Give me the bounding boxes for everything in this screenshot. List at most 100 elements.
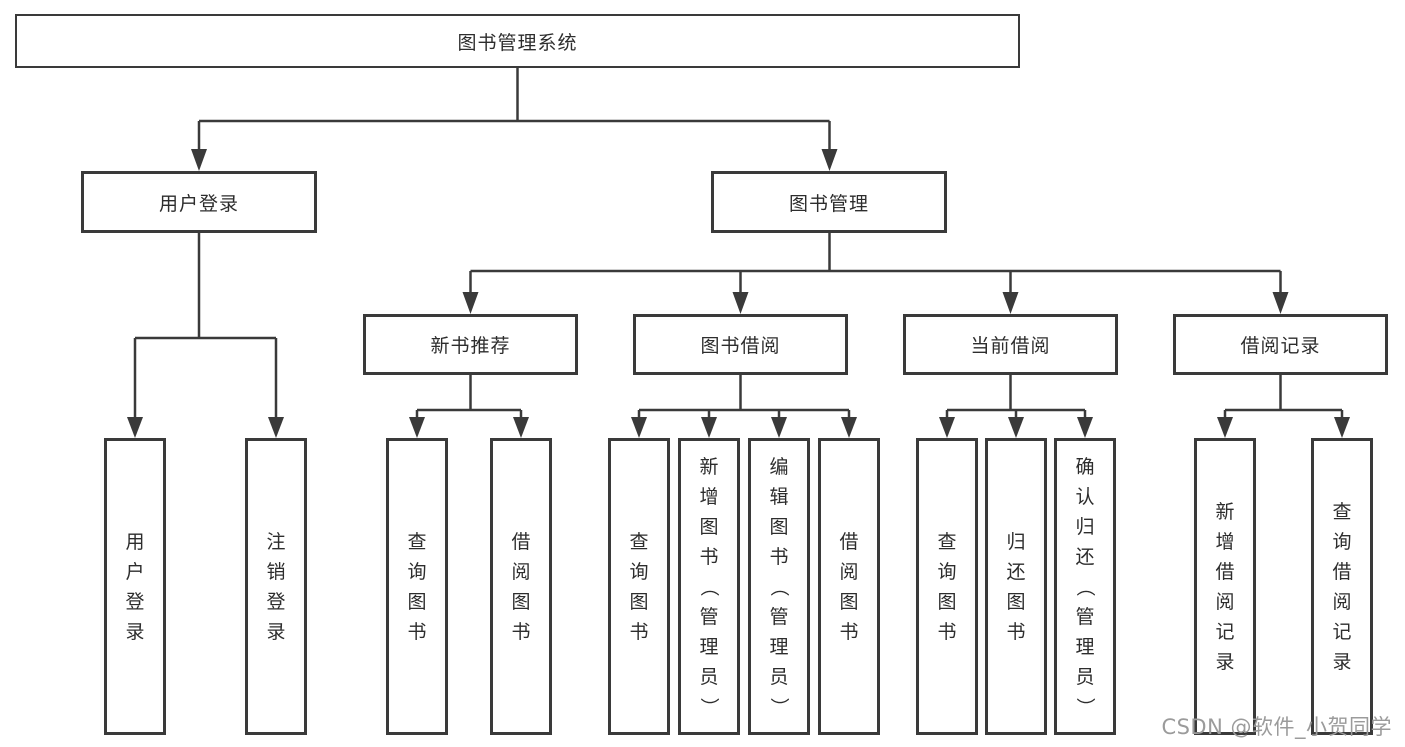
vertical-char: 录 — [1215, 650, 1235, 673]
leaf-borrow-books-recommend: 借阅图书 — [490, 438, 552, 735]
vertical-char: 图 — [511, 590, 531, 613]
vertical-char: 图 — [769, 515, 789, 538]
vertical-char: 图 — [839, 590, 859, 613]
vertical-char: 户 — [125, 560, 145, 583]
leaf-query-borrow-record: 查询借阅记录 — [1311, 438, 1373, 735]
vertical-char: 询 — [937, 560, 957, 583]
vertical-char: 阅 — [1215, 590, 1235, 613]
edge-root-to-level2 — [191, 68, 838, 171]
vertical-char: 书 — [407, 620, 427, 643]
vertical-char: 记 — [1332, 620, 1352, 643]
node-book-borrow: 图书借阅 — [633, 314, 848, 375]
vertical-char: 记 — [1215, 620, 1235, 643]
vertical-char: 员 — [699, 665, 719, 688]
vertical-char: （ — [698, 576, 720, 596]
vertical-char: 借 — [1215, 560, 1235, 583]
vertical-char: 还 — [1075, 545, 1095, 568]
vertical-char: 阅 — [839, 560, 859, 583]
leaf-return-books: 归还图书 — [985, 438, 1047, 735]
vertical-char: 询 — [629, 560, 649, 583]
node-book-management: 图书管理 — [711, 171, 947, 233]
vertical-char: 理 — [699, 635, 719, 658]
vertical-char: 增 — [1215, 530, 1235, 553]
leaf-user-login: 用户登录 — [104, 438, 166, 735]
vertical-char: 图 — [629, 590, 649, 613]
vertical-char: 管 — [699, 605, 719, 628]
vertical-char: 归 — [1006, 530, 1026, 553]
leaf-edit-books-admin: 编辑图书 （ 管理员 ） — [748, 438, 810, 735]
vertical-char: 书 — [769, 545, 789, 568]
vertical-char: 辑 — [769, 485, 789, 508]
vertical-char: 注 — [266, 530, 286, 553]
vertical-char: 图 — [699, 515, 719, 538]
vertical-char: 书 — [629, 620, 649, 643]
edge-user-login-to-leaves — [127, 233, 284, 438]
node-current-borrow: 当前借阅 — [903, 314, 1118, 375]
vertical-char: 用 — [125, 530, 145, 553]
vertical-char: 借 — [1332, 560, 1352, 583]
vertical-char: 员 — [769, 665, 789, 688]
node-user-login: 用户登录 — [81, 171, 317, 233]
vertical-char: 理 — [1075, 635, 1095, 658]
vertical-char: ） — [768, 696, 790, 716]
vertical-char: 查 — [937, 530, 957, 553]
vertical-char: 阅 — [511, 560, 531, 583]
vertical-char: 书 — [839, 620, 859, 643]
leaf-borrow-books: 借阅图书 — [818, 438, 880, 735]
vertical-char: 管 — [769, 605, 789, 628]
vertical-char: 查 — [1332, 500, 1352, 523]
csdn-watermark: CSDN @软件_小贺同学 — [1161, 715, 1392, 739]
vertical-char: 图 — [937, 590, 957, 613]
vertical-char: ） — [1074, 696, 1096, 716]
vertical-char: 认 — [1075, 485, 1095, 508]
vertical-char: ） — [698, 696, 720, 716]
vertical-char: 图 — [1006, 590, 1026, 613]
vertical-char: 书 — [699, 545, 719, 568]
node-borrow-records: 借阅记录 — [1173, 314, 1388, 375]
vertical-char: 图 — [407, 590, 427, 613]
vertical-char: 登 — [125, 590, 145, 613]
node-root-library-system: 图书管理系统 — [15, 14, 1020, 68]
leaf-add-books-admin: 新增图书 （ 管理员 ） — [678, 438, 740, 735]
vertical-char: 员 — [1075, 665, 1095, 688]
edge-borrow-records-to-leaves — [1217, 375, 1350, 438]
vertical-char: 借 — [839, 530, 859, 553]
vertical-char: 销 — [266, 560, 286, 583]
vertical-char: 登 — [266, 590, 286, 613]
edge-new-book-recommend-to-leaves — [409, 375, 529, 438]
vertical-char: （ — [768, 576, 790, 596]
edge-book-management-to-level3 — [462, 233, 1289, 314]
vertical-char: 录 — [125, 620, 145, 643]
vertical-char: 管 — [1075, 605, 1095, 628]
node-new-book-recommend: 新书推荐 — [363, 314, 578, 375]
leaf-query-books-recommend: 查询图书 — [386, 438, 448, 735]
edge-current-borrow-to-leaves — [939, 375, 1093, 438]
edge-book-borrow-to-leaves — [631, 375, 857, 438]
vertical-char: （ — [1074, 576, 1096, 596]
vertical-char: 询 — [1332, 530, 1352, 553]
leaf-confirm-return-admin: 确认归还 （ 管理员 ） — [1054, 438, 1116, 735]
vertical-char: 录 — [1332, 650, 1352, 673]
vertical-char: 新 — [699, 455, 719, 478]
vertical-char: 确 — [1075, 455, 1095, 478]
vertical-char: 阅 — [1332, 590, 1352, 613]
vertical-char: 查 — [407, 530, 427, 553]
vertical-char: 增 — [699, 485, 719, 508]
vertical-char: 归 — [1075, 515, 1095, 538]
vertical-char: 书 — [511, 620, 531, 643]
vertical-char: 书 — [1006, 620, 1026, 643]
leaf-query-books-borrow: 查询图书 — [608, 438, 670, 735]
vertical-char: 查 — [629, 530, 649, 553]
leaf-query-books-current: 查询图书 — [916, 438, 978, 735]
vertical-char: 借 — [511, 530, 531, 553]
leaf-logout: 注销登录 — [245, 438, 307, 735]
leaf-add-borrow-record: 新增借阅记录 — [1194, 438, 1256, 735]
vertical-char: 编 — [769, 455, 789, 478]
vertical-char: 理 — [769, 635, 789, 658]
vertical-char: 新 — [1215, 500, 1235, 523]
vertical-char: 询 — [407, 560, 427, 583]
vertical-char: 还 — [1006, 560, 1026, 583]
vertical-char: 书 — [937, 620, 957, 643]
vertical-char: 录 — [266, 620, 286, 643]
